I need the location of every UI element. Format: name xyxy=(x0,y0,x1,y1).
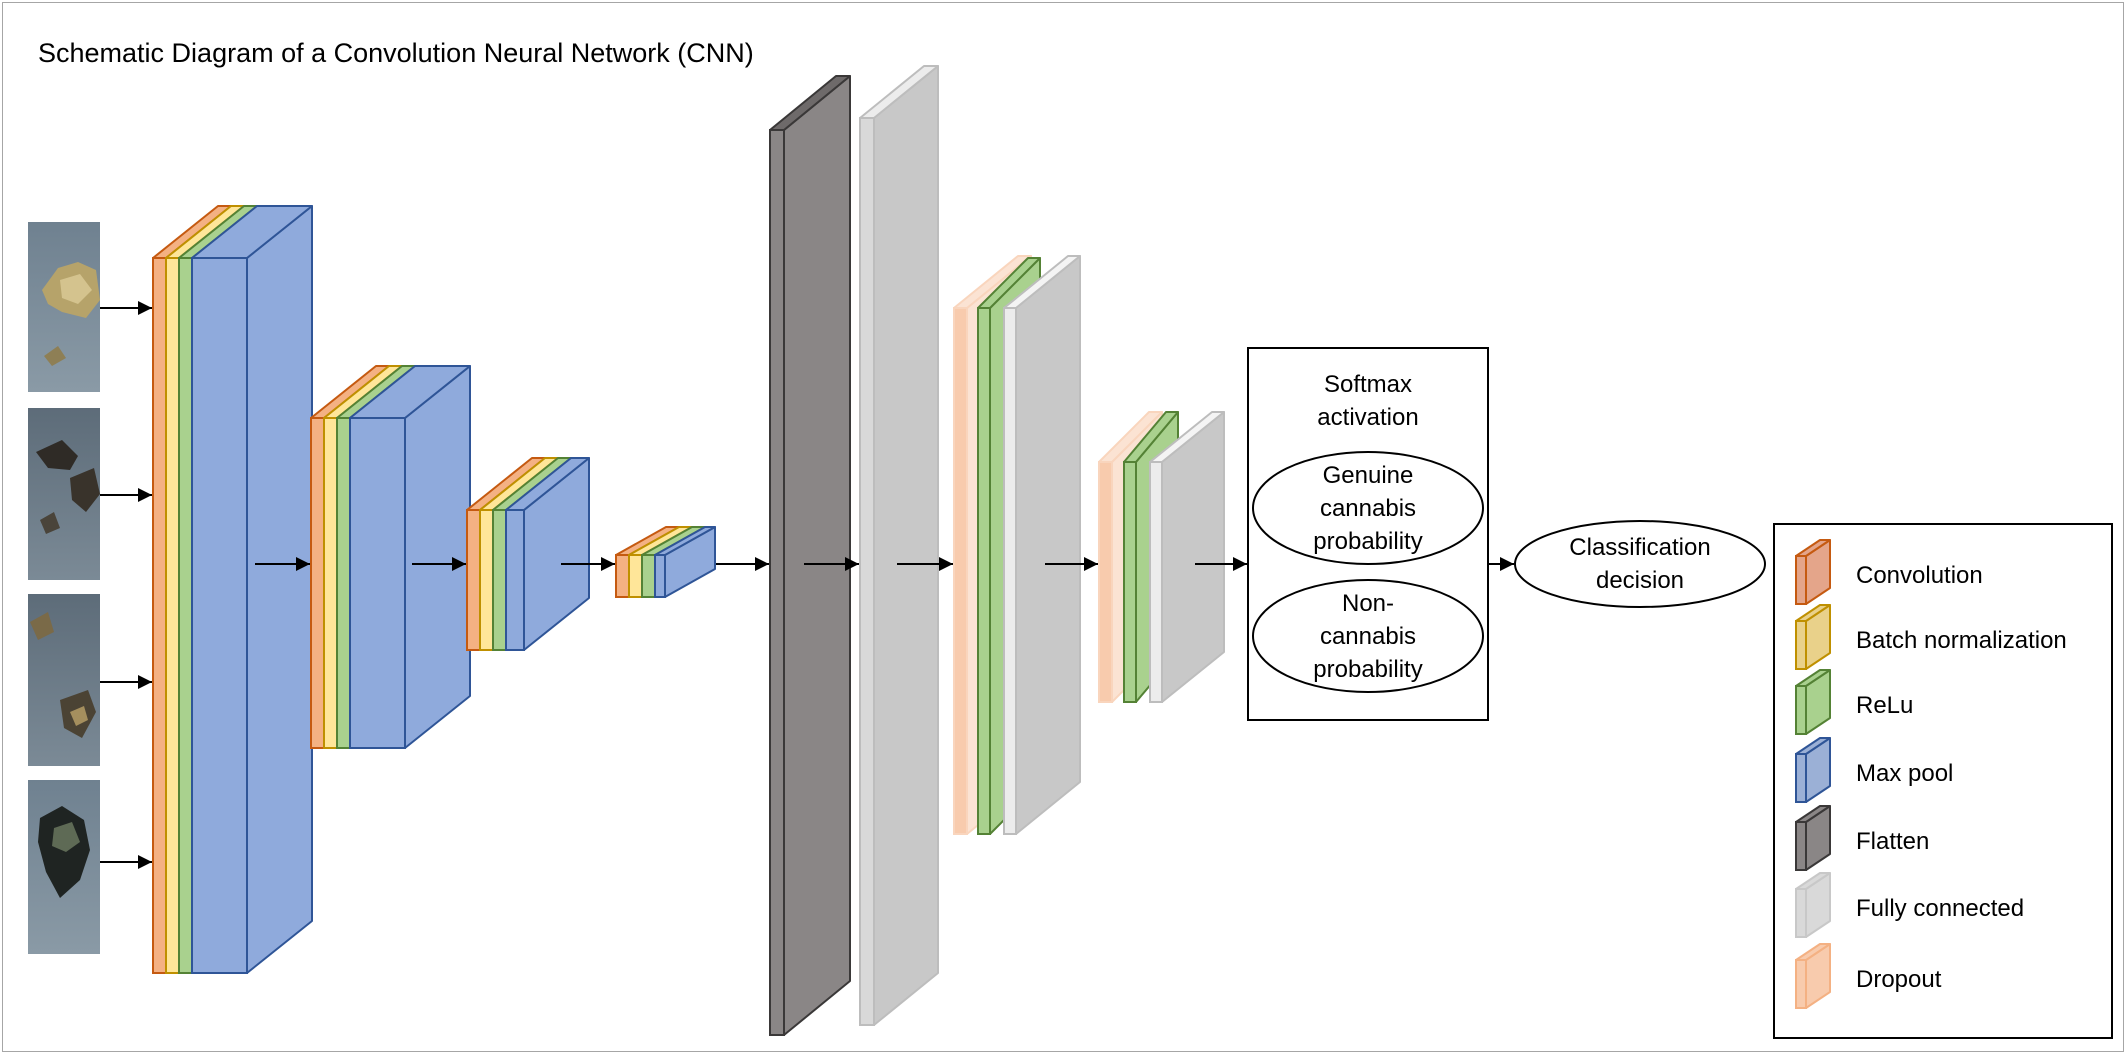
non-cannabis-line-2: cannabis xyxy=(1319,623,1417,650)
block-4-maxpool-layer xyxy=(654,526,716,598)
legend-label-max-pool: Max pool xyxy=(1856,760,1954,787)
dense-block-2-fully-connected-layer xyxy=(1149,411,1225,703)
legend-label-fully-connected: Fully connected xyxy=(1856,895,2025,922)
input-image-3 xyxy=(28,594,100,766)
softmax-heading: Softmax activation xyxy=(1258,368,1478,434)
input-image-4 xyxy=(28,780,100,954)
softmax-heading-line-2: activation xyxy=(1317,404,1419,431)
legend-swatch-fully-connected xyxy=(1795,872,1831,938)
softmax-heading-line-1: Softmax xyxy=(1323,371,1413,398)
legend-label-relu: ReLu xyxy=(1856,692,1914,719)
genuine-line-2: cannabis xyxy=(1319,495,1417,522)
genuine-cannabis-probability-node xyxy=(1252,451,1484,565)
classification-decision-node xyxy=(1514,520,1766,608)
block-1-maxpool-layer xyxy=(191,205,313,974)
genuine-cannabis-label: Genuine cannabis probability xyxy=(1268,459,1468,558)
fully-connected-layer-1 xyxy=(859,65,939,1026)
dense-block-1-fully-connected-layer xyxy=(1003,255,1081,835)
legend-swatch-max-pool xyxy=(1795,737,1831,803)
legend-swatch-flatten xyxy=(1795,805,1831,871)
legend-label-dropout: Dropout xyxy=(1856,966,1942,993)
non-cannabis-probability-node xyxy=(1252,579,1484,693)
non-cannabis-line-1: Non- xyxy=(1341,590,1395,617)
block-2-maxpool-layer xyxy=(349,365,471,749)
legend-label-flatten: Flatten xyxy=(1856,828,1930,855)
non-cannabis-label: Non- cannabis probability xyxy=(1268,587,1468,686)
diagram-title: Schematic Diagram of a Convolution Neura… xyxy=(38,38,754,68)
flatten-layer xyxy=(769,75,851,1036)
legend-label-convolution: Convolution xyxy=(1856,562,1983,589)
input-image-2 xyxy=(28,408,100,580)
legend-swatch-dropout xyxy=(1795,943,1831,1009)
genuine-line-3: probability xyxy=(1313,528,1423,555)
legend-swatch-convolution xyxy=(1795,539,1831,605)
input-image-1 xyxy=(28,222,100,392)
legend-swatch-relu xyxy=(1795,669,1831,735)
block-3-maxpool-layer xyxy=(505,457,590,651)
decision-line-1: Classification xyxy=(1569,534,1711,561)
decision-line-2: decision xyxy=(1595,567,1685,594)
genuine-line-1: Genuine xyxy=(1322,462,1414,489)
non-cannabis-line-3: probability xyxy=(1313,656,1423,683)
legend-swatch-batch-normalization xyxy=(1795,604,1831,670)
classification-decision-label: Classification decision xyxy=(1530,531,1750,597)
legend-label-batch-normalization: Batch normalization xyxy=(1856,627,2067,654)
